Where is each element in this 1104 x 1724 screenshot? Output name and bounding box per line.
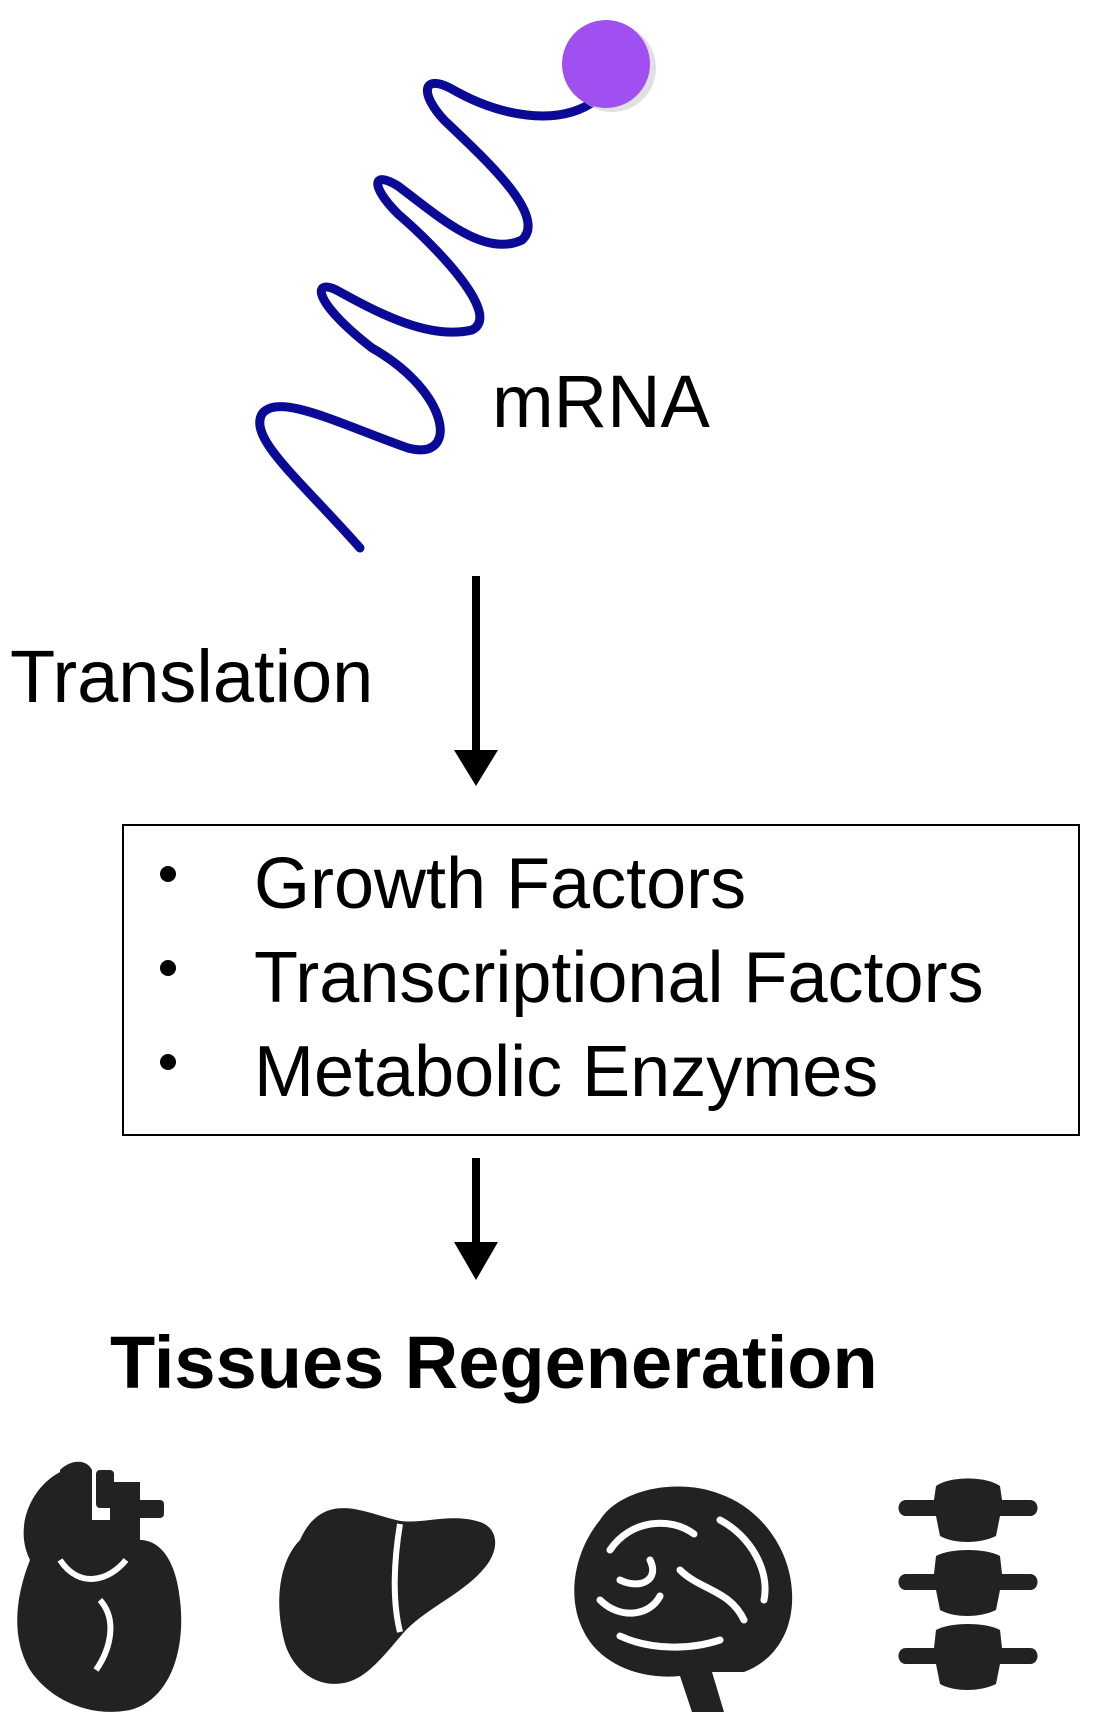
factor-item: Growth Factors <box>124 826 1078 920</box>
liver-icon <box>279 1508 496 1684</box>
factor-text: Metabolic Enzymes <box>254 1032 879 1112</box>
mrna-cap <box>562 20 656 112</box>
factor-item: Transcriptional Factors <box>124 920 1078 1014</box>
factor-item: Metabolic Enzymes <box>124 1014 1078 1108</box>
factor-list-box: Growth Factors Transcriptional Factors M… <box>122 824 1080 1136</box>
mrna-label: mRNA <box>492 360 710 443</box>
bullet-icon <box>160 1054 176 1070</box>
outcome-label: Tissues Regeneration <box>110 1321 878 1404</box>
spine-icon <box>898 1478 1038 1690</box>
bullet-icon <box>160 960 176 976</box>
translation-arrow <box>454 576 498 786</box>
translation-label: Translation <box>10 635 374 718</box>
heart-icon <box>17 1461 182 1712</box>
factor-text: Transcriptional Factors <box>254 938 984 1018</box>
factor-text: Growth Factors <box>254 844 747 924</box>
brain-icon <box>574 1486 793 1712</box>
regeneration-arrow <box>454 1158 498 1280</box>
bullet-icon <box>160 866 176 882</box>
mrna-strand <box>255 78 601 553</box>
